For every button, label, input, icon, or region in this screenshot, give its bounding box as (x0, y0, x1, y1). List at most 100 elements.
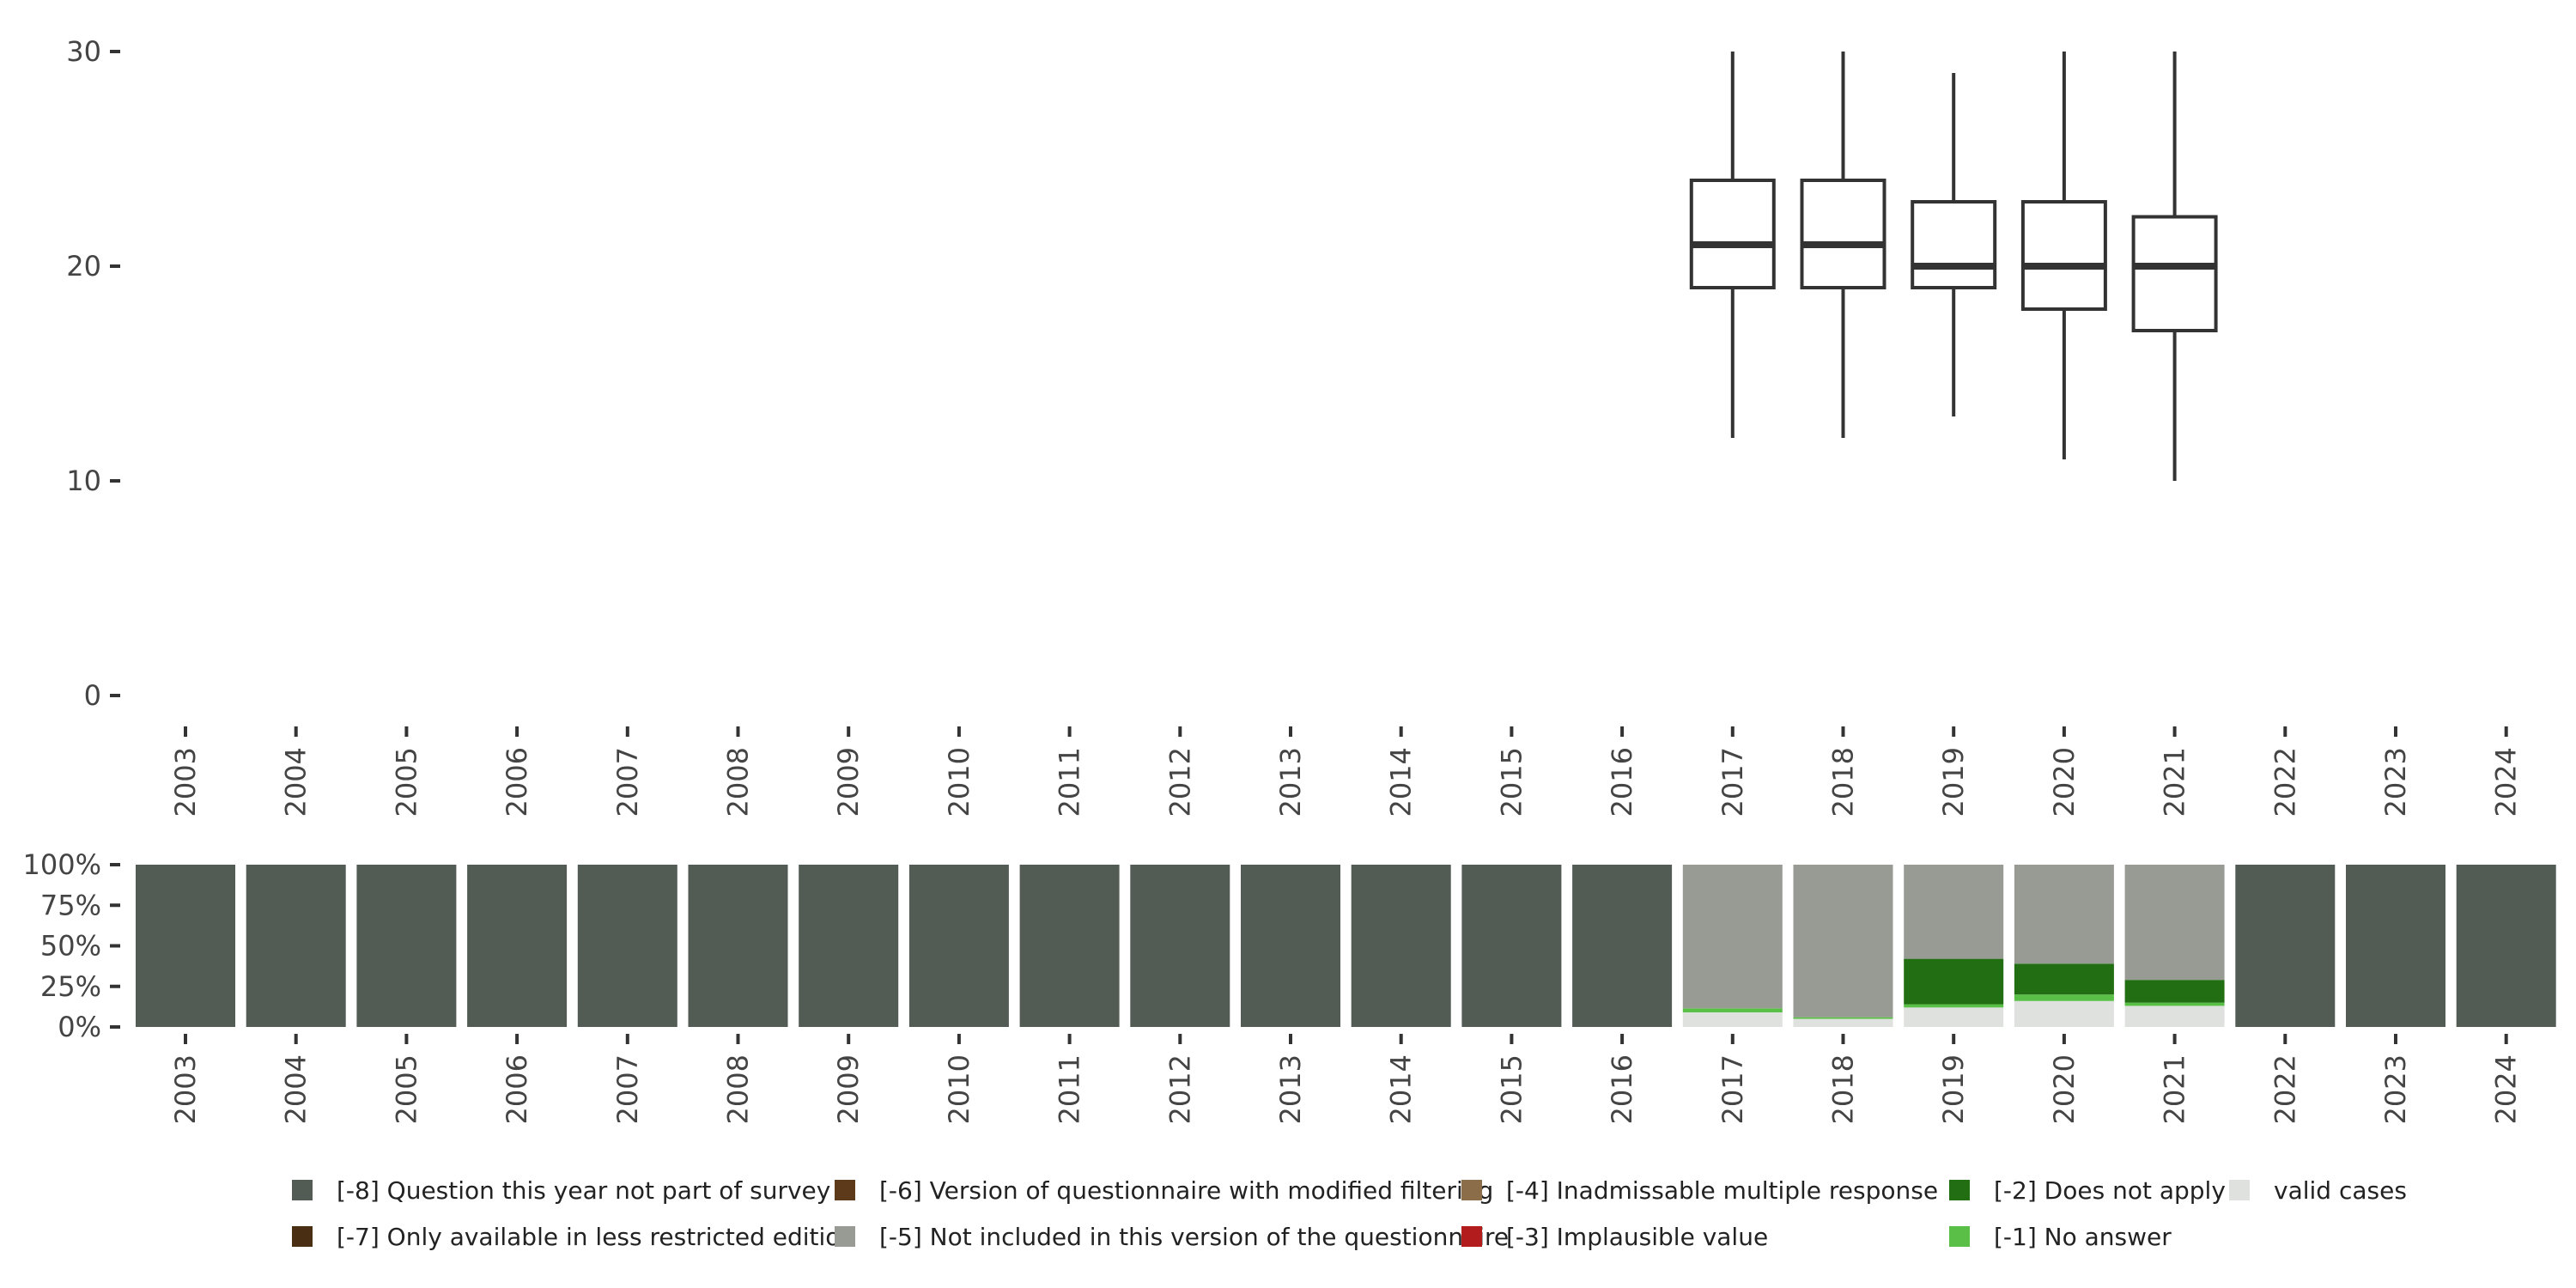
x-tick-label: 2018 (1827, 747, 1860, 817)
bar-segment-m8 (1572, 865, 1673, 1027)
legend-item-m1: [-1] No answer (1949, 1219, 2172, 1254)
x-tick-label: 2013 (1274, 747, 1307, 817)
boxplot-boxes (1689, 52, 2218, 481)
box-2021 (2131, 52, 2218, 481)
x-tick-label: 2018 (1827, 1054, 1860, 1124)
bar-segment-m2 (2014, 963, 2114, 995)
legend: [-8] Question this year not part of surv… (292, 1173, 2490, 1267)
legend-swatch (835, 1226, 855, 1247)
x-tick-label: 2019 (1937, 1054, 1970, 1124)
bar-y-axis: 0%25%50%75%100% (23, 848, 120, 1043)
bar-segment-m5 (1904, 865, 2004, 959)
x-tick-label: 2013 (1274, 1054, 1307, 1124)
legend-swatch (1949, 1180, 1970, 1200)
y-tick-label: 75% (40, 889, 101, 921)
legend-item-m7: [-7] Only available in less restricted e… (292, 1219, 855, 1254)
x-tick-label: 2020 (2048, 747, 2081, 817)
x-tick-label: 2007 (611, 1054, 644, 1124)
bar-segment-m8 (1241, 865, 1340, 1027)
legend-item-m3: [-3] Implausible value (1461, 1219, 1768, 1254)
x-tick-label: 2011 (1054, 747, 1086, 817)
x-tick-label: 2021 (2159, 1054, 2191, 1124)
bar-segment-valid (1682, 1012, 1783, 1027)
x-tick-label: 2003 (169, 747, 202, 817)
legend-item-m4: [-4] Inadmissable multiple response (1461, 1173, 1938, 1207)
bar-segment-m5 (2014, 865, 2114, 964)
box-iqr (2131, 215, 2218, 332)
x-tick-label: 2017 (1716, 1054, 1749, 1124)
bar-2012 (1130, 865, 1230, 1027)
bar-segment-m5 (2124, 865, 2225, 981)
bar-2010 (908, 865, 1009, 1027)
bar-segment-valid (1904, 1007, 2004, 1027)
y-tick-label: 0% (58, 1011, 101, 1043)
box-2017 (1689, 52, 1776, 438)
x-tick-label: 2005 (390, 747, 422, 817)
legend-item-m6: [-6] Version of questionnaire with modif… (835, 1173, 1493, 1207)
x-tick-label: 2022 (2269, 1054, 2301, 1124)
bar-segment-m8 (467, 865, 568, 1027)
bar-segment-m1 (1682, 1008, 1783, 1012)
legend-swatch (2229, 1180, 2250, 1200)
box-iqr (1800, 179, 1886, 289)
legend-label: [-6] Version of questionnaire with modif… (879, 1176, 1494, 1205)
bar-segment-m2 (1904, 958, 2004, 1005)
legend-swatch (1461, 1226, 1482, 1247)
bar-2004 (246, 865, 346, 1027)
legend-label: valid cases (2274, 1176, 2407, 1205)
bar-segment-m1 (1793, 1017, 1893, 1019)
legend-label: [-7] Only available in less restricted e… (337, 1222, 856, 1251)
bar-segment-m2 (2124, 980, 2225, 1003)
legend-label: [-3] Implausible value (1506, 1222, 1769, 1251)
legend-item-m8: [-8] Question this year not part of surv… (292, 1173, 830, 1207)
x-tick-label: 2012 (1163, 747, 1196, 817)
x-tick-label: 2010 (943, 747, 975, 817)
legend-label: [-5] Not included in this version of the… (879, 1222, 1510, 1251)
y-tick-label: 10 (66, 465, 101, 497)
y-tick-label: 20 (66, 250, 101, 283)
box-iqr (1689, 179, 1776, 289)
x-tick-label: 2014 (1385, 1054, 1418, 1124)
bar-2021 (2124, 865, 2225, 1027)
bar-segment-m8 (1019, 865, 1120, 1027)
x-tick-label: 2012 (1163, 1054, 1196, 1124)
x-tick-label: 2015 (1495, 747, 1528, 817)
bar-segment-m1 (2124, 1002, 2225, 1006)
legend-swatch (835, 1180, 855, 1200)
x-tick-label: 2011 (1054, 1054, 1086, 1124)
legend-item-m5: [-5] Not included in this version of the… (835, 1219, 1509, 1254)
x-tick-label: 2004 (280, 1054, 313, 1124)
y-tick-label: 25% (40, 970, 101, 1003)
legend-swatch (292, 1226, 313, 1247)
x-tick-label: 2003 (169, 1054, 202, 1124)
legend-label: [-2] Does not apply (1994, 1176, 2226, 1205)
legend-label: [-1] No answer (1994, 1222, 2172, 1251)
bar-segment-m8 (1351, 865, 1451, 1027)
x-tick-label: 2023 (2379, 747, 2412, 817)
y-tick-label: 0 (84, 679, 101, 712)
x-tick-label: 2004 (280, 747, 313, 817)
legend-swatch (292, 1180, 313, 1200)
bar-segment-m8 (2346, 865, 2445, 1027)
x-tick-label: 2006 (501, 747, 533, 817)
y-tick-label: 30 (66, 35, 101, 68)
x-tick-label: 2005 (390, 1054, 422, 1124)
bar-segment-m8 (2456, 865, 2556, 1027)
bar-segment-m8 (1461, 865, 1562, 1027)
x-tick-label: 2009 (832, 747, 865, 817)
x-tick-label: 2016 (1606, 1054, 1638, 1124)
box-2019 (1911, 73, 1997, 416)
bar-segment-m8 (136, 865, 235, 1027)
bar-segment-valid (1793, 1018, 1893, 1027)
bar-2018 (1793, 865, 1893, 1027)
y-tick-label: 100% (23, 848, 101, 881)
x-tick-label: 2017 (1716, 747, 1749, 817)
x-tick-label: 2016 (1606, 747, 1638, 817)
stacked-bars (136, 865, 2556, 1027)
x-tick-label: 2007 (611, 747, 644, 817)
x-tick-label: 2006 (501, 1054, 533, 1124)
